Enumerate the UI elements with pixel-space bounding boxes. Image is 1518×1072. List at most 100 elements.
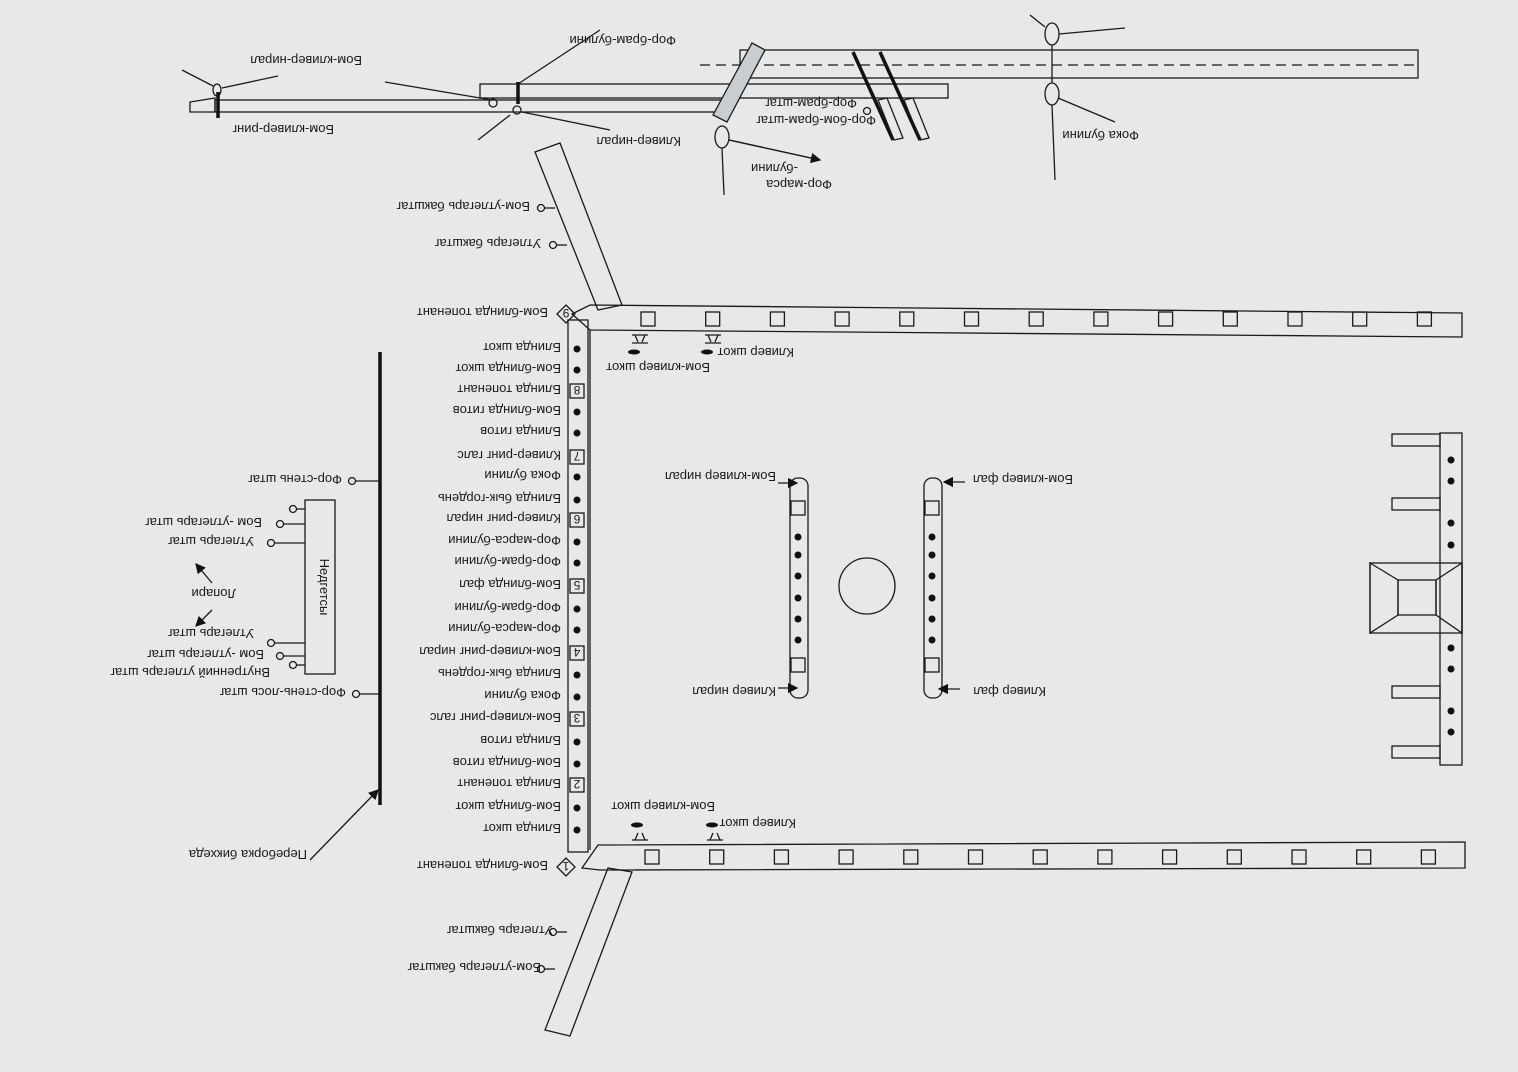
cleat	[705, 334, 721, 344]
rail-number-box	[569, 645, 585, 661]
bulwark-pin-box	[903, 849, 919, 865]
bom-kliver-niral-label: Бом-кливер-нирал	[250, 53, 362, 68]
pin-ring	[275, 651, 285, 661]
rail-label: Фор-брам-булини	[454, 600, 561, 615]
rail-diamond	[556, 304, 576, 324]
rail-number: 9	[562, 306, 569, 320]
cleat	[632, 832, 648, 841]
kliver-shkot-bottom-label: Кливер шкот	[720, 816, 796, 831]
bitt-pin	[794, 572, 802, 580]
belaying-pin	[573, 738, 581, 746]
bulwark-pin-box	[709, 849, 725, 865]
bulwark-pin-box	[1416, 311, 1433, 327]
kliver-fal-label: Кливер фал	[973, 684, 1046, 699]
mast-partners	[1369, 432, 1463, 766]
pin-ring	[288, 660, 298, 670]
bom-kliver-niral-pin-label: Бом-кливер нирал	[665, 469, 776, 484]
bulwark-pin-box	[1093, 311, 1109, 327]
arrow	[195, 609, 213, 627]
pin-ring	[347, 476, 357, 486]
belaying-pin	[573, 605, 581, 613]
bulwark-pin-box	[1161, 849, 1178, 865]
eyebolt	[701, 349, 713, 355]
pin-ring	[862, 106, 872, 116]
bulwark-pin-box	[1352, 311, 1368, 327]
rail-label: Бом-кливер-ринг нирал	[419, 644, 561, 659]
foka-bulini-label: Фока булини	[1062, 128, 1139, 143]
rail-number: 7	[573, 449, 580, 463]
bom-utlegar-shtag-2-label: Бом -утлегарь штаг	[147, 647, 264, 662]
rail-label: Блинда гитов	[480, 733, 561, 748]
bom-utlegar-bakshtag-top-label: Бом-утлегарь бакштаг	[396, 199, 530, 214]
pereborka-label: Переборка бикхеда	[188, 847, 307, 862]
bitt-pin	[794, 594, 802, 602]
bulwark-pin-box	[705, 311, 721, 327]
bulwark-pin-box	[834, 311, 850, 327]
rail-number: 6	[573, 512, 580, 526]
rail-label: Фор-брам-булини	[454, 554, 561, 569]
bulwark-pin-box	[838, 849, 854, 865]
rail-number-box	[569, 711, 585, 727]
rail-label: Блинда топенант	[457, 776, 561, 791]
capstan	[838, 557, 896, 615]
bom-utlegar-shtag-1-label: Бом -утлегарь штаг	[145, 515, 262, 530]
rail-label: Блинда шкот	[483, 821, 561, 836]
rail-number-box	[569, 383, 585, 399]
for-sten-los-shtag-label: Фор-стень-лось штаг	[219, 685, 346, 700]
rail-number-box	[569, 449, 585, 465]
cathead-bottom	[544, 867, 633, 1037]
bulwark-pin-box	[640, 311, 656, 327]
lopari-label: Лопари	[191, 586, 236, 601]
bom-kliver-shkot-top-label: Бом-кливер шкот	[606, 360, 710, 375]
belaying-pin	[573, 496, 581, 504]
bulwark-pin-box	[1356, 849, 1372, 865]
nedgetsy-box	[304, 499, 336, 675]
rail-number: 8	[573, 383, 580, 397]
belaying-pin	[573, 345, 581, 353]
rail-label: Блинда бык-гордень	[438, 491, 561, 506]
mast-pin	[1447, 456, 1455, 464]
bitt-pin	[794, 533, 802, 541]
rail-number-box	[569, 777, 585, 793]
utlegar-bakshtag-bottom-label: Утлегарь бакштаг	[446, 923, 553, 938]
rail-label: Кливер-ринг галс	[457, 448, 561, 463]
rail-label: Блинда гитов	[480, 424, 561, 439]
bom-kliver-ring-label: Бом-кливер-ринг	[232, 122, 334, 137]
rail-label: Бом-блинда гитов	[453, 403, 561, 418]
belaying-pin	[573, 559, 581, 567]
bulwark-pin-box	[899, 311, 915, 327]
mast-pin	[1447, 541, 1455, 549]
bitt-pin	[794, 551, 802, 559]
kliver-niral-label: Кливер-нирал	[597, 134, 681, 149]
bitt-left	[789, 477, 809, 699]
arrow	[728, 139, 822, 164]
for-bram-bulini-label: Фор-брам-булини	[569, 33, 676, 48]
belaying-pin	[573, 671, 581, 679]
belaying-pin	[573, 429, 581, 437]
rail-number: 1	[562, 859, 569, 873]
cleat	[632, 334, 648, 344]
nedgetsy-label: Недгетсы	[317, 559, 332, 616]
belaying-pin	[573, 626, 581, 634]
rail-label: Бом-блинда топенант	[417, 858, 548, 873]
pin-ring	[536, 203, 546, 213]
bitt-pin-box	[790, 500, 806, 516]
rail-label: Фор-марса-булини	[448, 533, 561, 548]
bitt-pin	[928, 533, 936, 541]
rail-diamond	[556, 857, 576, 877]
bitt-pin	[928, 572, 936, 580]
mast-pin	[1447, 519, 1455, 527]
kliver-shkot-top-label: Кливер шкот	[718, 345, 794, 360]
bitt-pin	[794, 615, 802, 623]
bulwark-pin-box	[1420, 849, 1437, 865]
belaying-pin	[573, 693, 581, 701]
pin-ring	[288, 504, 298, 514]
rail-number-box	[569, 578, 585, 594]
eyebolt	[628, 349, 640, 355]
for-sten-shtag-label: Фор-стень штаг	[248, 472, 342, 487]
vnutr-utlegar-shtag-label: Внутренний утлегарь штаг	[110, 665, 270, 680]
rail-number: 5	[573, 578, 580, 592]
rail-label: Бом-блинда фал	[459, 577, 561, 592]
